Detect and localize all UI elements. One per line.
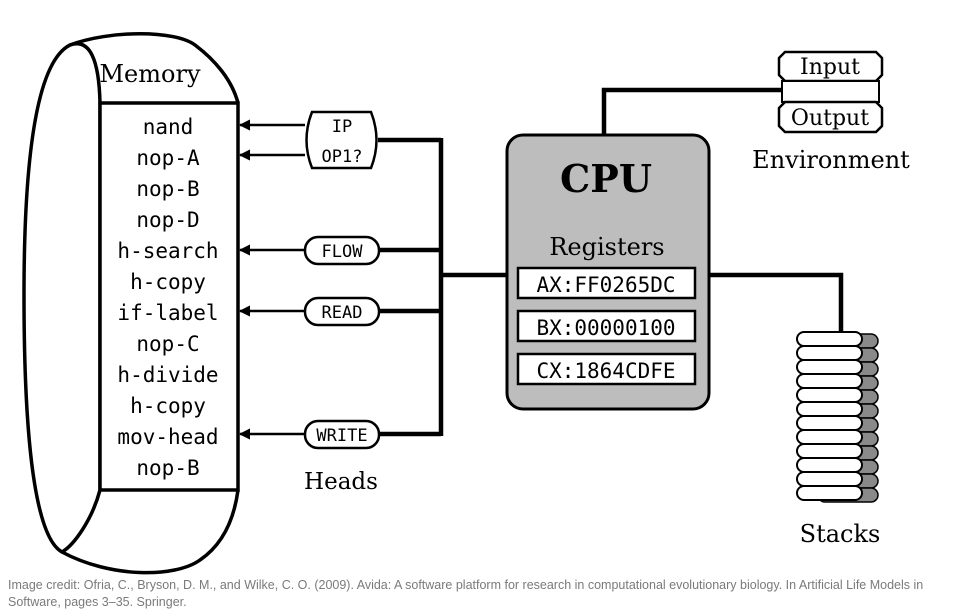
memory-instruction: h-copy bbox=[130, 394, 206, 418]
environment-output: Output bbox=[777, 100, 884, 134]
registers-title: Registers bbox=[549, 233, 664, 261]
input-label: Input bbox=[800, 55, 860, 80]
head-write-label: WRITE bbox=[316, 426, 367, 446]
stack-a-disc bbox=[796, 485, 863, 501]
head-connectors bbox=[238, 119, 508, 440]
head-flow: FLOW bbox=[303, 235, 381, 266]
memory-instruction: nop-C bbox=[136, 332, 199, 356]
stack-a-disc bbox=[796, 387, 863, 403]
register-ax-value: AX:FF0265DC bbox=[536, 273, 675, 297]
heads-title: Heads bbox=[304, 469, 378, 495]
cpu-title: CPU bbox=[560, 156, 652, 201]
cpu-connectors bbox=[601, 87, 844, 333]
memory-instruction: h-divide bbox=[117, 363, 218, 387]
memory-instruction: h-search bbox=[117, 239, 218, 263]
environment-input: Input bbox=[777, 50, 884, 83]
stack-a-disc bbox=[796, 373, 863, 389]
stack-a-disc bbox=[796, 471, 863, 487]
stacks-graphic bbox=[796, 331, 879, 503]
stack-a-disc bbox=[796, 359, 863, 375]
register-cx-value: CX:1864CDFE bbox=[536, 359, 675, 383]
head-flow-label: FLOW bbox=[322, 242, 364, 262]
memory-instruction: nop-D bbox=[136, 208, 199, 232]
image-credit: Image credit: Ofria, C., Bryson, D. M., … bbox=[8, 578, 924, 609]
environment-link bbox=[781, 80, 880, 103]
stack-a-disc bbox=[796, 401, 863, 417]
stack-a-disc bbox=[796, 345, 863, 361]
stacks-title: Stacks bbox=[800, 520, 881, 548]
memory-instruction: nand bbox=[143, 115, 194, 139]
stack-a-disc bbox=[796, 331, 863, 347]
memory-instruction: h-copy bbox=[130, 270, 206, 294]
memory-band bbox=[22, 32, 240, 575]
stack-a-disc bbox=[796, 457, 863, 473]
memory-instruction: nop-A bbox=[136, 146, 200, 170]
register-bx: BX:00000100 bbox=[516, 309, 697, 343]
memory-instruction: if-label bbox=[117, 301, 218, 325]
memory-instruction: nop-B bbox=[136, 456, 199, 480]
memory-instruction: nop-B bbox=[136, 177, 199, 201]
memory-instruction: mov-head bbox=[117, 425, 218, 449]
register-ax: AX:FF0265DC bbox=[516, 266, 697, 300]
register-cx: CX:1864CDFE bbox=[516, 352, 697, 386]
stack-a-disc bbox=[796, 443, 863, 459]
head-write: WRITE bbox=[303, 419, 381, 450]
environment-title: Environment bbox=[752, 146, 910, 174]
output-label: Output bbox=[791, 106, 869, 131]
register-bx-value: BX:00000100 bbox=[536, 316, 675, 340]
head-read: READ bbox=[303, 296, 381, 327]
memory-title: Memory bbox=[99, 60, 200, 88]
head-ip-label: IP bbox=[332, 117, 352, 137]
memory-instruction-list: nand nop-A nop-B nop-D h-search h-copy if-labe… bbox=[117, 115, 218, 480]
head-read-label: READ bbox=[322, 303, 363, 323]
stack-a-disc bbox=[796, 415, 863, 431]
stack-a-disc bbox=[796, 429, 863, 445]
head-ip-op1: IP OP1? bbox=[305, 110, 378, 170]
head-op1-label: OP1? bbox=[322, 147, 363, 167]
